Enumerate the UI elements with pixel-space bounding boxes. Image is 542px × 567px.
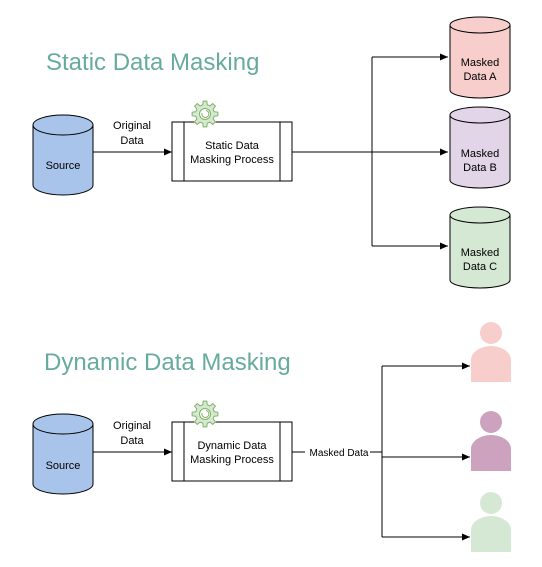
masked-data-a-line1: Masked — [461, 57, 500, 69]
static-fanout-edges — [292, 53, 448, 250]
masked-data-c-database[interactable]: Masked Data C — [449, 206, 511, 289]
masked-data-c-line2: Data C — [463, 261, 497, 273]
dynamic-masking-process[interactable]: Dynamic Data Masking Process — [171, 421, 293, 482]
static-edge-label-line2: Data — [120, 135, 144, 147]
dynamic-source-label: Source — [46, 460, 81, 472]
dynamic-source-database[interactable]: Source — [32, 413, 94, 495]
masked-data-a-line2: Data A — [463, 71, 497, 83]
dynamic-fanout-edges — [292, 362, 470, 541]
masked-data-a-database[interactable]: Masked Data A — [449, 16, 511, 99]
masked-data-b-line1: Masked — [461, 148, 500, 160]
dynamic-process-line1: Dynamic Data — [197, 440, 267, 452]
dynamic-process-line2: Masking Process — [190, 454, 274, 466]
masked-data-b-line2: Data B — [463, 162, 497, 174]
static-process-line1: Static Data — [205, 140, 260, 152]
masked-data-b-database[interactable]: Masked Data B — [449, 106, 511, 189]
static-masking-process[interactable]: Static Data Masking Process — [171, 121, 293, 182]
dynamic-edge-label-line2: Data — [120, 435, 144, 447]
masked-data-edge-label: Masked Data — [310, 448, 369, 459]
static-edge-label-line1: Original — [113, 120, 151, 132]
user-icon[interactable] — [471, 492, 511, 552]
gear-icon — [191, 100, 219, 128]
masked-data-c-line1: Masked — [461, 247, 500, 259]
user-icon[interactable] — [471, 411, 511, 471]
static-process-line2: Masking Process — [190, 154, 274, 166]
dynamic-section-title: Dynamic Data Masking — [44, 349, 291, 376]
static-source-label: Source — [46, 160, 81, 172]
gear-icon — [191, 400, 219, 428]
dynamic-edge-label-line1: Original — [113, 420, 151, 432]
user-icon[interactable] — [471, 322, 511, 382]
static-section-title: Static Data Masking — [46, 49, 259, 76]
static-source-database[interactable]: Source — [32, 114, 94, 196]
